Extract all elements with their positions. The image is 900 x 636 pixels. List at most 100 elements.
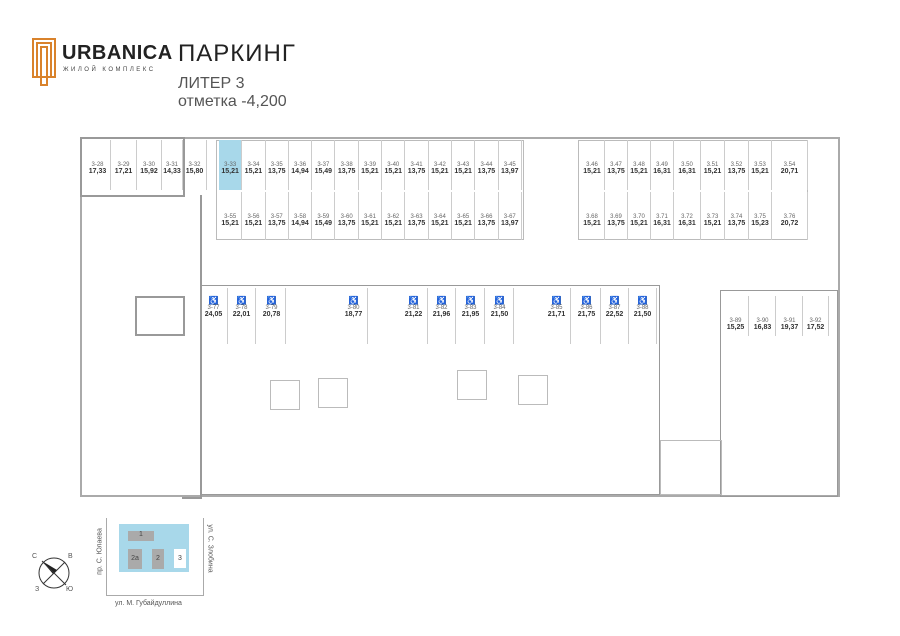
spot-area: 14,94 [291,168,309,175]
spot-area: 15,49 [314,168,333,175]
spot-number: 3-80 [347,305,360,311]
spot-area: 21,22 [404,311,423,318]
spot-number: 3-36 [294,162,307,168]
spot-area: 15,21 [454,168,472,175]
spot-area: 17,21 [114,168,133,175]
spot-number: 3.76 [783,214,796,220]
spot-number: 3.73 [706,214,719,220]
compass-east: В [68,553,73,560]
spot-number: 3-43 [457,162,470,168]
wheelchair-icon: ♿ [208,296,219,305]
wall-block [135,296,185,336]
wall-block [720,290,838,497]
spot-number: 3-29 [117,162,130,168]
spot-number: 3-81 [407,305,420,311]
parking-block [216,140,524,240]
spot-number: 3.53 [754,162,766,168]
parking-block [578,140,808,240]
spot-area: 15,21 [454,220,472,227]
street-bottom: ул. М. Губайдуллина [115,600,182,607]
spot-area: 15,21 [384,220,402,227]
spot-area: 17,52 [806,324,825,331]
spot-area: 14,33 [163,168,181,175]
spot-area: 15,21 [703,168,722,175]
spot-area: 13,75 [477,168,496,175]
spot-area: 13,75 [727,168,746,175]
spot-number: 3-45 [503,162,516,168]
spot-area: 15,49 [314,220,333,227]
spot-number: 3-83 [464,305,477,311]
spot-number: 3-28 [91,162,104,168]
spot-number: 3-90 [756,318,769,324]
spot-area: 21,75 [577,311,596,318]
spot-area: 15,25 [726,324,745,331]
spot-area: 15,92 [140,168,158,175]
